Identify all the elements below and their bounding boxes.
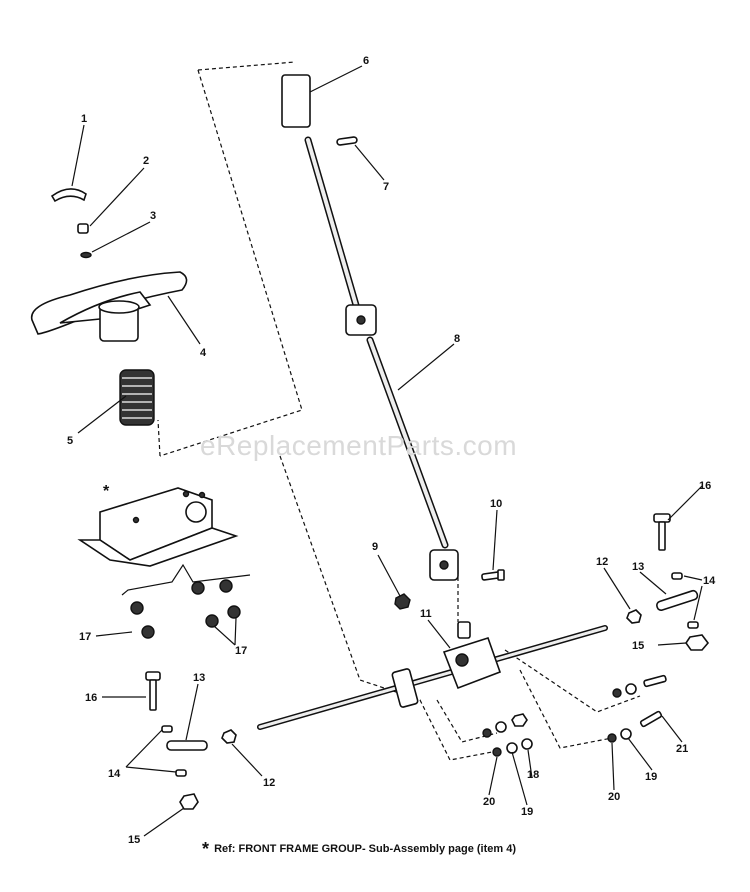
part-jam-nut-left (221, 729, 237, 744)
callout-3: 3 (150, 210, 156, 222)
part-shaft-sleeve (281, 74, 311, 128)
callout-14-left: 14 (108, 768, 121, 780)
part-tie-rod-end-right (656, 589, 699, 612)
part-jam-nut-right (626, 609, 642, 624)
callout-12-right: 12 (596, 556, 608, 568)
callout-2: 2 (143, 155, 149, 167)
callout-6: 6 (363, 55, 369, 67)
part-washer (80, 251, 92, 259)
part-hardware-lower (482, 674, 667, 757)
part-pin-14-left-a (161, 725, 173, 733)
callout-20-left: 20 (483, 796, 495, 808)
callout-19-right: 19 (645, 771, 657, 783)
callout-14-right: 14 (703, 575, 716, 587)
callout-1: 1 (81, 113, 87, 125)
callout-10: 10 (490, 498, 502, 510)
part-bolt-16-right (653, 513, 671, 551)
part-locknut-15-left (179, 793, 199, 810)
callout-17-right: 17 (235, 645, 247, 657)
callout-11: 11 (420, 608, 432, 620)
part-nuts-17 (130, 579, 241, 639)
leader-lines (71, 65, 703, 837)
part-pin-14-right-b (687, 621, 699, 629)
callout-18: 18 (527, 769, 539, 781)
callout-16-left: 16 (85, 692, 97, 704)
dashed-guide-lines (129, 61, 641, 761)
part-pin-14-right-a (671, 572, 683, 580)
callout-13-right: 13 (632, 561, 644, 573)
frame-reference-marker: * (103, 483, 110, 500)
part-horn-cap (50, 188, 87, 203)
callout-17-left: 17 (79, 631, 91, 643)
callout-16-right: 16 (699, 480, 711, 492)
footnote-marker: * (202, 839, 210, 859)
watermark-text: eReplacementParts.com (200, 430, 518, 461)
frame-break-line (121, 563, 251, 596)
part-steering-boot (119, 369, 155, 426)
callout-9: 9 (372, 541, 378, 553)
callout-labels: 1 2 3 4 5 6 7 8 9 10 11 12 13 14 15 16 1… (67, 55, 716, 846)
part-steering-wheel (30, 271, 188, 342)
callout-20-right: 20 (608, 791, 620, 803)
callout-7: 7 (383, 181, 389, 193)
callout-8: 8 (454, 333, 460, 345)
callout-15-right: 15 (632, 640, 644, 652)
part-tie-rod-end-left (166, 740, 208, 751)
part-roll-pin (336, 136, 358, 146)
part-steering-gearbox (257, 621, 608, 730)
callout-21: 21 (676, 743, 688, 755)
part-nut-small (77, 223, 89, 234)
callout-5: 5 (67, 435, 73, 447)
front-frame-bracket (77, 487, 239, 567)
part-steering-shaft (304, 136, 459, 581)
part-nut-9 (394, 593, 411, 610)
part-bolt-10 (481, 569, 505, 581)
callout-4: 4 (200, 347, 207, 359)
callout-13-left: 13 (193, 672, 205, 684)
callout-12-left: 12 (263, 777, 275, 789)
part-pin-14-left-b (175, 769, 187, 777)
footnote-text: Ref: FRONT FRAME GROUP- Sub-Assembly pag… (214, 843, 516, 855)
part-bolt-16-left (145, 671, 161, 711)
footnote: * Ref: FRONT FRAME GROUP- Sub-Assembly p… (202, 836, 516, 859)
callout-19-left: 19 (521, 806, 533, 818)
part-locknut-15-right (685, 634, 710, 651)
callout-15-left: 15 (128, 834, 140, 846)
